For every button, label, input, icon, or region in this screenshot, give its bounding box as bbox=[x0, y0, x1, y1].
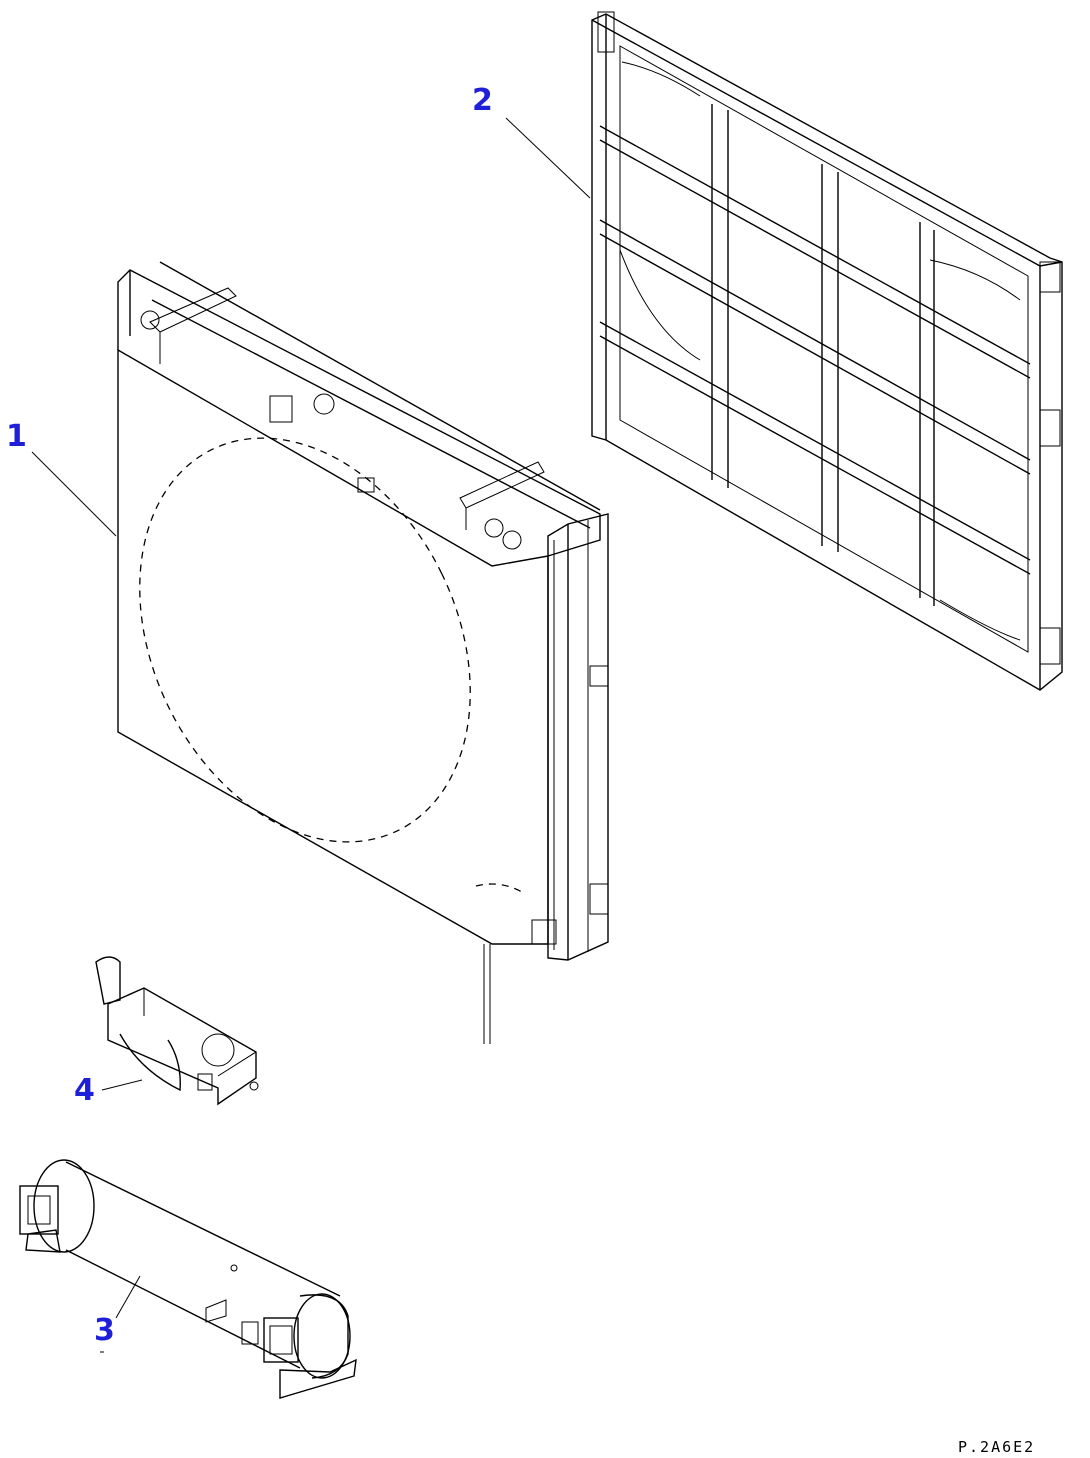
oil-cooler-cylinder bbox=[19, 1159, 357, 1399]
callout-1: 1 bbox=[6, 419, 27, 454]
bracket-assembly bbox=[95, 956, 259, 1106]
callout-4: 4 bbox=[74, 1073, 95, 1108]
leader-line-2 bbox=[505, 117, 591, 199]
leader-line-1 bbox=[31, 451, 117, 537]
radiator-guard-frame bbox=[591, 11, 1063, 691]
leader-line-3 bbox=[115, 1275, 141, 1319]
leader-line-4 bbox=[101, 1079, 143, 1091]
fan-shroud bbox=[117, 261, 609, 1044]
drawing-code: P.2A6E2 bbox=[958, 1438, 1035, 1456]
callout-3: 3 bbox=[94, 1313, 115, 1348]
callout-2: 2 bbox=[472, 83, 493, 118]
